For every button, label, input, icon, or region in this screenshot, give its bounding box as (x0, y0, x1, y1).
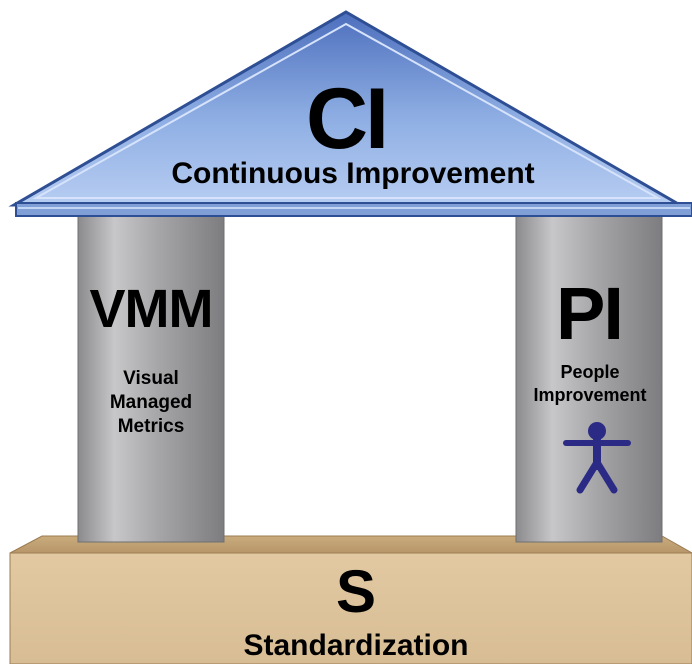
roof-abbr: CI (306, 71, 389, 167)
left-pillar-label-line-2: Managed (109, 392, 193, 413)
base-label: Standardization (243, 629, 469, 662)
left-pillar-label-line-3: Metrics (117, 416, 185, 437)
base-platform (9, 535, 692, 665)
base-abbr: S (335, 558, 377, 625)
left-pillar (77, 209, 225, 543)
left-pillar-label-line-1: Visual (123, 368, 179, 389)
right-pillar (515, 209, 663, 543)
roof (8, 10, 692, 217)
roof-label: Continuous Improvement (171, 157, 535, 190)
person-icon (563, 422, 631, 494)
right-pillar-abbr: PI (556, 272, 624, 355)
right-pillar-label-line-2: Improvement (533, 385, 647, 405)
right-pillar-label-line-1: People (560, 362, 620, 382)
left-pillar-abbr: VMM (89, 279, 214, 339)
